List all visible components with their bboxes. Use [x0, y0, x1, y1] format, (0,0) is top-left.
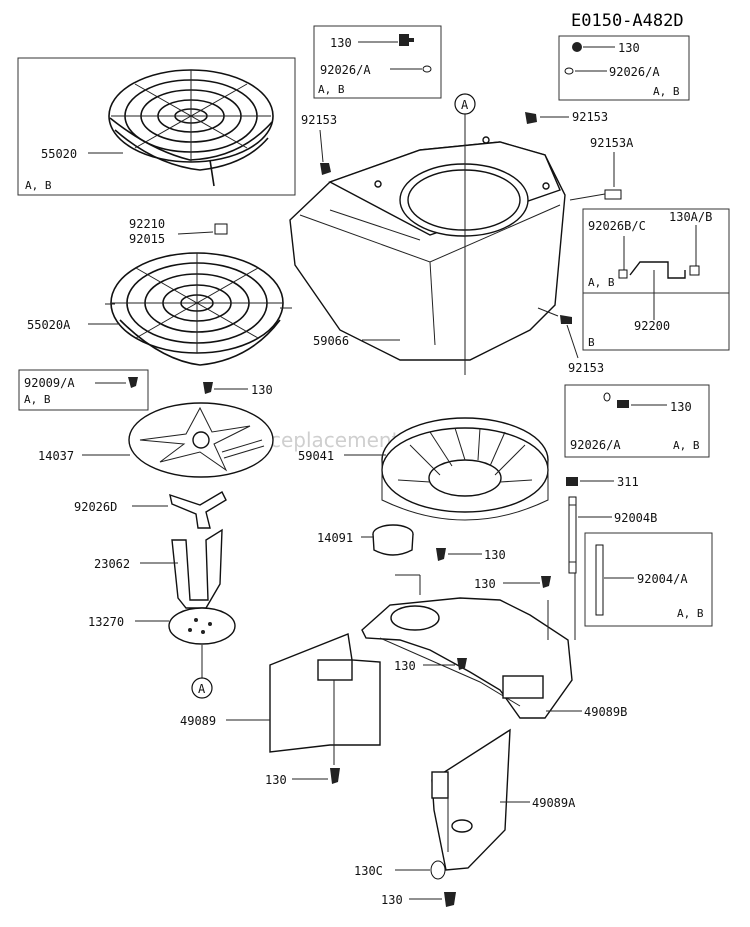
label-311: 311 — [617, 475, 639, 489]
label-14091: 14091 — [317, 531, 353, 545]
view-marker-a-top: A — [454, 93, 476, 375]
box-stud-variant: A, B — [677, 607, 704, 620]
label-14037: 14037 — [38, 449, 74, 463]
label-92026d: 92026D — [74, 500, 117, 514]
box2-ref-a: 130 — [618, 41, 640, 55]
label-130-f: 130 — [381, 893, 403, 907]
screw-icon — [436, 548, 446, 561]
box-washer-ref-b: 92026/A — [570, 438, 621, 452]
box-washer-variant: A, B — [673, 439, 700, 452]
blower-shroud-59066 — [289, 136, 566, 361]
box-grill-variant: A, B — [25, 179, 52, 192]
label-130-a: 130 — [251, 383, 273, 397]
screw-icon — [128, 377, 138, 388]
nut-icon — [566, 477, 578, 486]
box-bracket: 92026B/C 130A/B A, B 92200 B — [582, 208, 730, 351]
label-23062: 23062 — [94, 557, 130, 571]
label-49089a: 49089A — [532, 796, 576, 810]
box-screw-ref-a: 92009/A — [24, 376, 75, 390]
box-bracket-ref-a: 92026B/C — [588, 219, 646, 233]
screw-icon — [457, 658, 467, 670]
fan-14037-drawing — [128, 402, 274, 478]
box-washer-ref-a: 130 — [670, 400, 692, 414]
box2-ref-b: 92026/A — [609, 65, 660, 79]
watermark: ceplacement — [270, 428, 400, 452]
box-screw-variant: A, B — [24, 393, 51, 406]
label-92153-a: 92153 — [301, 113, 337, 127]
shield-49089a — [431, 728, 511, 871]
box-grill-55020: 55020 A, B — [17, 57, 296, 196]
label-13270: 13270 — [88, 615, 124, 629]
stud-icon — [595, 544, 604, 616]
box2-variant: A, B — [653, 85, 680, 98]
label-92153-c: 92153 — [568, 361, 604, 375]
box-stud-ref-a: 92004/A — [637, 572, 688, 586]
label-49089: 49089 — [180, 714, 216, 728]
box-bracket-ref-b: 130A/B — [669, 210, 712, 224]
label-130c: 130C — [354, 864, 383, 878]
box-bracket-variant-b: B — [588, 336, 595, 349]
screw-icon — [444, 892, 456, 907]
label-130-c: 130 — [474, 577, 496, 591]
label-92153-b: 92153 — [572, 110, 608, 124]
view-marker-a-bottom-letter: A — [198, 682, 206, 696]
box-stud-92004a: 92004/A A, B — [584, 532, 713, 627]
bracket-23062 — [171, 528, 223, 609]
part-14091 — [372, 524, 414, 556]
bolt-icon — [689, 265, 700, 276]
grill-55020-drawing — [108, 69, 274, 187]
label-130-d: 130 — [394, 659, 416, 673]
screw-icon — [320, 163, 331, 175]
screw-icon — [525, 112, 537, 124]
label-55020: 55020 — [41, 147, 77, 161]
view-marker-a-top-letter: A — [461, 98, 469, 112]
box-bracket-ref-c: 92200 — [634, 319, 670, 333]
screw-icon — [560, 315, 572, 324]
grill-55020a-drawing — [105, 252, 292, 366]
stud-92004b — [568, 496, 577, 574]
box1-variant: A, B — [318, 83, 345, 96]
bolt-icon — [617, 400, 629, 408]
box1-ref-a: 130 — [330, 36, 352, 50]
box-washer: 130 92026/A A, B — [564, 384, 710, 458]
label-59066: 59066 — [313, 334, 349, 348]
washer-icon — [564, 67, 574, 75]
label-92210: 92210 — [129, 217, 165, 231]
bracket-92026d — [169, 491, 227, 529]
diagram-code: E0150-A482D — [571, 11, 684, 31]
label-59041: 59041 — [298, 449, 334, 463]
label-55020a: 55020A — [27, 318, 71, 332]
box-screw-washer-2: 130 92026/A A, B — [558, 35, 690, 101]
nut-icon — [430, 860, 446, 880]
plate-13270 — [168, 607, 236, 645]
label-49089b: 49089B — [584, 705, 627, 719]
bolt-icon — [214, 223, 228, 235]
label-130-b: 130 — [484, 548, 506, 562]
shield-49089 — [269, 633, 381, 765]
flywheel-59041-drawing — [381, 417, 549, 521]
screw-icon — [541, 576, 551, 588]
box-screw-92009a: 92009/A A, B — [18, 369, 149, 411]
washer-icon — [422, 65, 432, 73]
box-screw-washer-1: 130 92026/A A, B — [313, 25, 442, 99]
box-bracket-variant-ab: A, B — [588, 276, 615, 289]
box1-ref-b: 92026/A — [320, 63, 371, 77]
screw-icon — [330, 768, 340, 784]
label-92015: 92015 — [129, 232, 165, 246]
nut-icon — [618, 269, 628, 279]
washer-icon — [603, 392, 611, 402]
bolt-icon — [399, 34, 414, 46]
label-130-e: 130 — [265, 773, 287, 787]
view-marker-a-bottom: A — [191, 645, 213, 699]
label-92153a: 92153A — [590, 136, 634, 150]
bolt-icon — [572, 42, 582, 52]
screw-icon — [203, 382, 213, 394]
label-92004b: 92004B — [614, 511, 657, 525]
bolt-icon — [604, 189, 622, 200]
